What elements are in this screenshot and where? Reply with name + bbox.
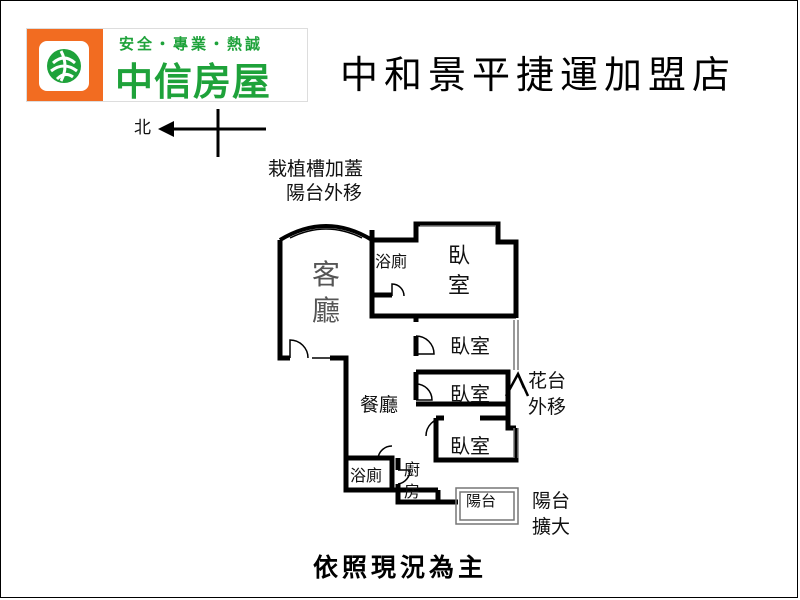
room-bedroom-big-line1: 臥 bbox=[448, 244, 471, 269]
room-bedroom-4: 臥室 bbox=[450, 434, 490, 458]
room-bedroom-big-line2: 室 bbox=[448, 274, 471, 299]
brand-logo: 安全・專業・熱誠 中信房屋 bbox=[26, 28, 308, 104]
room-kitchen-line1: 廚 bbox=[404, 460, 421, 479]
room-kitchen-line2: 房 bbox=[404, 482, 421, 501]
note-balcony-line1: 陽台 bbox=[532, 490, 571, 512]
note-planter-line2: 陽台外移 bbox=[286, 182, 363, 204]
room-dining: 餐廳 bbox=[360, 394, 399, 416]
room-living-line2: 廳 bbox=[312, 294, 341, 327]
room-balcony: 陽台 bbox=[466, 492, 497, 510]
bay-window bbox=[278, 224, 374, 242]
note-flower-line1: 花台 bbox=[528, 370, 567, 392]
room-bath-top: 浴廁 bbox=[375, 252, 408, 271]
room-bedroom-2: 臥室 bbox=[450, 334, 490, 358]
note-flower-line2: 外移 bbox=[528, 396, 567, 418]
logo-brand-name: 中信房屋 bbox=[115, 60, 272, 104]
footer-note: 依照現況為主 bbox=[312, 553, 487, 582]
north-arrow-icon bbox=[158, 109, 266, 157]
room-living-line1: 客 bbox=[312, 258, 341, 291]
store-name: 中和景平捷運加盟店 bbox=[340, 53, 737, 97]
globe-icon bbox=[39, 41, 89, 91]
room-bath-bottom: 浴廁 bbox=[350, 466, 383, 485]
north-label: 北 bbox=[134, 118, 151, 138]
room-bedroom-3: 臥室 bbox=[450, 382, 490, 406]
note-balcony-line2: 擴大 bbox=[532, 516, 571, 538]
logo-slogan: 安全・專業・熱誠 bbox=[119, 35, 264, 53]
note-planter-line1: 栽植槽加蓋 bbox=[268, 158, 364, 180]
